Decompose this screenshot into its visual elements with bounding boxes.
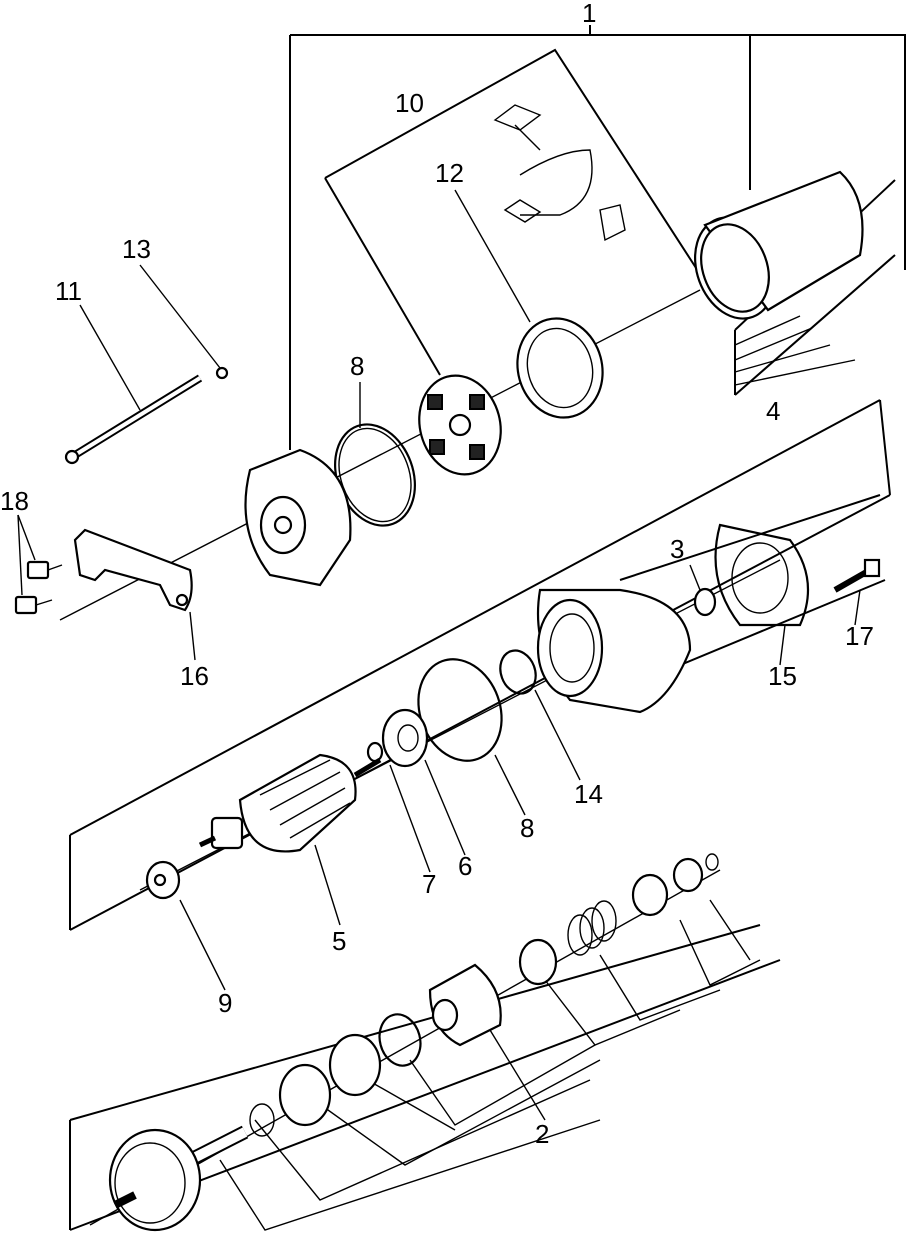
yoke-housing <box>694 170 864 320</box>
through-bolt <box>64 374 203 465</box>
front-housing <box>536 588 692 714</box>
stopper <box>672 857 704 893</box>
callout-17: 17 <box>845 621 874 651</box>
callout-7: 7 <box>422 869 436 899</box>
callout-5: 5 <box>332 926 346 956</box>
brush-leads <box>493 104 626 242</box>
callout-18: 18 <box>0 486 29 516</box>
callout-8a: 8 <box>350 351 364 381</box>
washer-13 <box>215 366 229 380</box>
callout-16: 16 <box>180 661 209 691</box>
callout-3: 3 <box>670 534 684 564</box>
callout-4: 4 <box>766 396 780 426</box>
callout-1: 1 <box>582 0 596 28</box>
overrunning-clutch <box>428 963 502 1047</box>
armature <box>198 753 382 853</box>
callout-12: 12 <box>435 158 464 188</box>
callout-2: 2 <box>535 1119 549 1149</box>
pinion-gear-shaft <box>108 1125 249 1232</box>
brush-holder-ring <box>516 317 604 419</box>
spring-seat <box>631 873 669 917</box>
collar <box>518 938 558 986</box>
bracket <box>73 528 193 612</box>
ring-7 <box>366 741 384 763</box>
end-cover <box>244 448 352 587</box>
snap-ring-lower <box>249 1103 275 1137</box>
thrust-washer <box>278 1063 332 1127</box>
ring-lower <box>378 1013 422 1067</box>
callout-9: 9 <box>218 988 232 1018</box>
bushing-9 <box>145 860 181 900</box>
callout-6: 6 <box>458 851 472 881</box>
brush-plate <box>418 374 502 476</box>
o-ring-14 <box>499 649 537 695</box>
callout-10: 10 <box>395 88 424 118</box>
callout-14: 14 <box>574 779 603 809</box>
callout-labels: 1 2 3 4 5 6 7 8 8 9 10 11 12 13 14 15 16… <box>0 0 874 1149</box>
spring <box>567 900 617 956</box>
callout-11: 11 <box>55 276 82 306</box>
split-collar <box>328 1033 382 1097</box>
bearing-6 <box>381 708 429 768</box>
bolt-17 <box>833 558 881 593</box>
washer-3 <box>693 587 717 617</box>
callout-leaders <box>17 189 861 1121</box>
snap-ring-upper <box>705 853 719 871</box>
callout-15: 15 <box>768 661 797 691</box>
bolts-18 <box>14 560 63 615</box>
gasket <box>714 523 810 627</box>
callout-13: 13 <box>122 234 151 264</box>
callout-8b: 8 <box>520 813 534 843</box>
